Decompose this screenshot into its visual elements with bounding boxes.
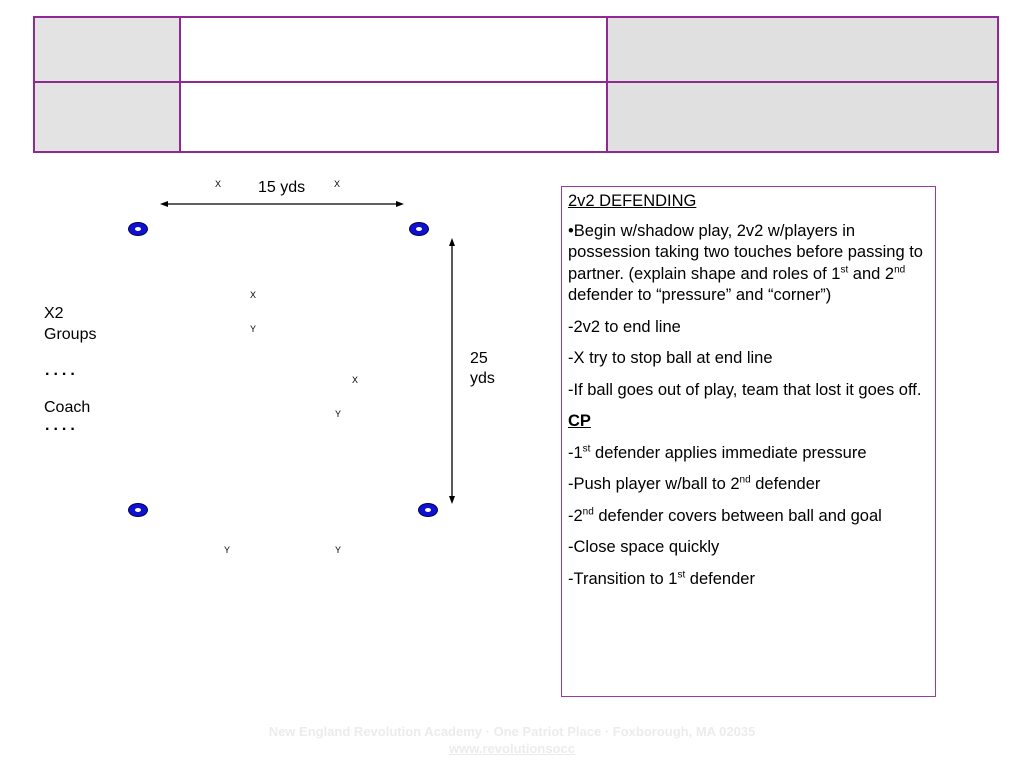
cone-icon [128, 222, 148, 236]
notes-line: -If ball goes out of play, team that los… [568, 380, 922, 399]
dots-line: .... [45, 417, 79, 434]
cone-icon [128, 503, 148, 517]
text: and 2 [848, 264, 895, 283]
player-x: X [250, 290, 257, 300]
cp-line: -Close space quickly [568, 538, 720, 556]
groups-label: X2 [44, 305, 64, 322]
notes-line: -2v2 to end line [568, 317, 681, 336]
header-table [33, 16, 999, 153]
header-cell [179, 81, 608, 153]
header-cell [606, 81, 999, 153]
text: Begin w/shadow play, 2v2 w/players in po… [568, 221, 923, 283]
cone-icon [409, 222, 429, 236]
sup: nd [739, 474, 751, 486]
text: -Push player w/ball to 2 [568, 475, 740, 493]
player-x: X [352, 375, 359, 385]
text: -Transition to 1 [568, 569, 678, 588]
width-arrow [160, 201, 404, 207]
player-y: Y [250, 324, 257, 334]
sup: nd [894, 264, 906, 275]
header-cell [33, 16, 181, 83]
height-label: yds [470, 370, 495, 387]
bullet-icon: • [568, 221, 574, 240]
dots-line: .... [45, 362, 79, 379]
text: -1 [568, 443, 583, 462]
width-label: 15 yds [258, 179, 306, 196]
text: defender [750, 475, 821, 493]
notes-title: 2v2 DEFENDING [568, 192, 697, 210]
groups-label: Groups [44, 326, 97, 343]
text: defender applies immediate pressure [590, 443, 867, 462]
cp-line: -Transition to 1st defender [568, 569, 929, 591]
text: defender covers between ball and goal [593, 506, 882, 525]
player-y: Y [224, 545, 231, 555]
text: defender [685, 569, 755, 588]
text: -2 [568, 506, 583, 525]
height-arrow [449, 238, 455, 504]
notes-line: -X try to stop ball at end line [568, 349, 773, 367]
cp-line: -1st defender applies immediate pressure [568, 443, 929, 465]
coach-label: Coach [44, 399, 91, 416]
sup: st [840, 264, 849, 275]
cp-line: -Push player w/ball to 2nd defender [568, 474, 929, 496]
cone-icon [418, 503, 438, 517]
notes-intro: •Begin w/shadow play, 2v2 w/players in p… [568, 221, 929, 307]
cp-title: CP [568, 412, 591, 430]
player-y: Y [335, 545, 342, 555]
footer-url[interactable]: www.revolutionsocc [449, 741, 575, 756]
text: defender to “pressure” and “corner”) [568, 286, 832, 304]
header-cell [606, 16, 999, 83]
sup: st [582, 443, 591, 454]
sup: nd [582, 506, 594, 517]
footer-address: New England Revolution Academy · One Pat… [268, 724, 756, 739]
player-x: X [334, 179, 341, 189]
player-x: X [215, 179, 222, 189]
player-y: Y [335, 409, 342, 419]
header-cell [33, 81, 181, 153]
cp-line: -2nd defender covers between ball and go… [568, 506, 929, 528]
header-cell [179, 16, 608, 83]
height-label: 25 [470, 350, 488, 367]
sup: st [677, 569, 686, 580]
coaching-notes: 2v2 DEFENDING •Begin w/shadow play, 2v2 … [561, 186, 936, 697]
